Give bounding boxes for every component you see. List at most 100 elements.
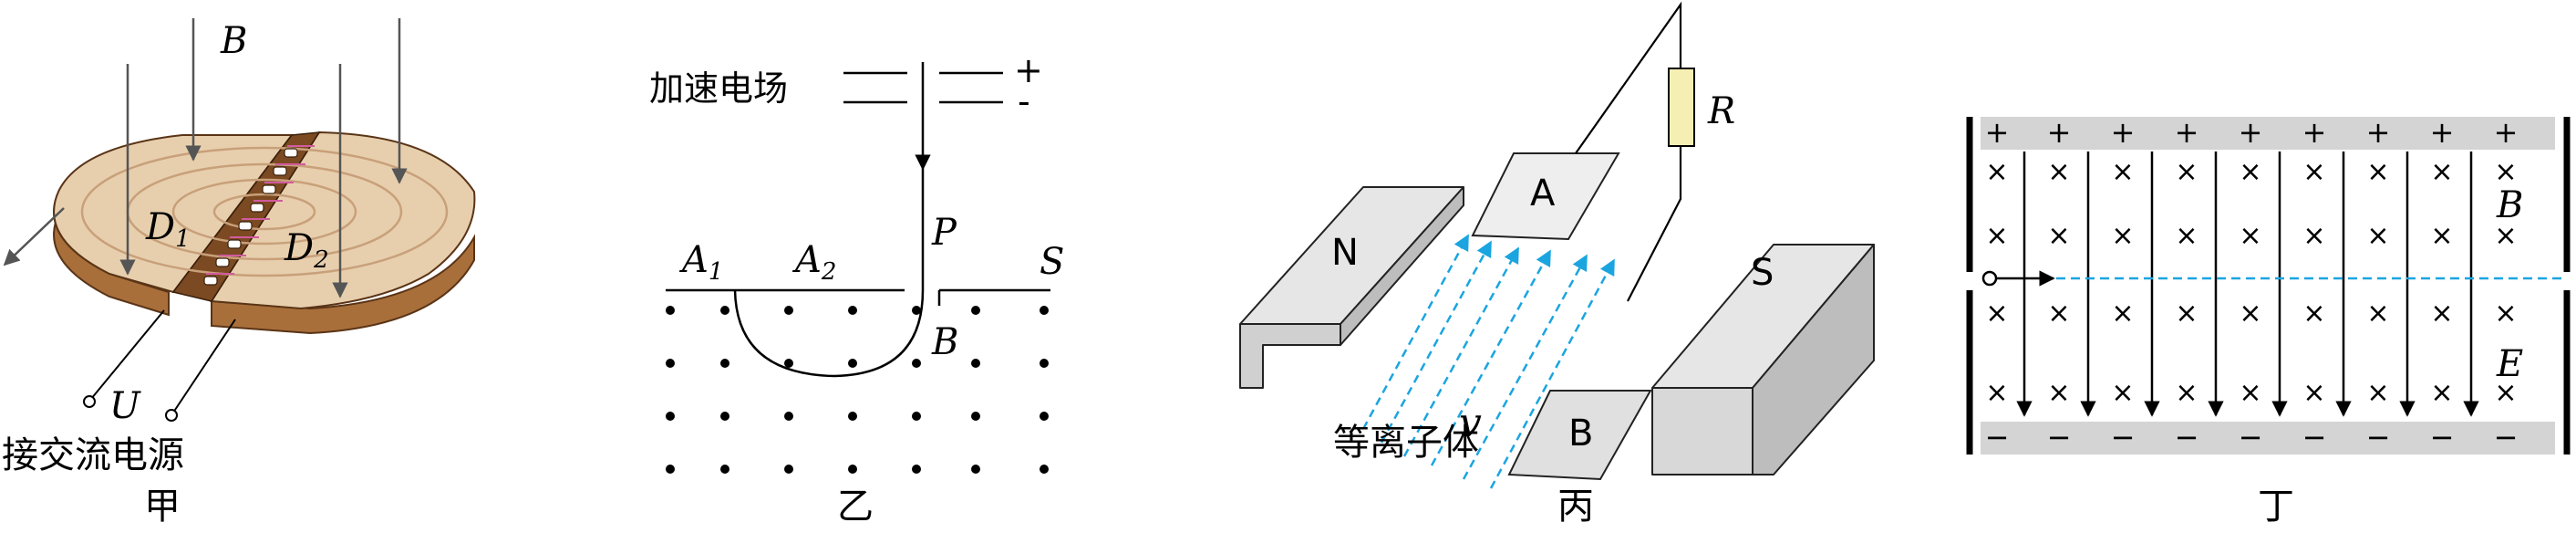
side-plates xyxy=(1966,117,2571,455)
resistor-r xyxy=(1668,68,1695,147)
svg-text:+: + xyxy=(2302,115,2327,150)
svg-text:−: − xyxy=(2239,420,2263,455)
accel-plates xyxy=(843,71,1003,104)
svg-text:×: × xyxy=(2430,220,2453,252)
svg-text:×: × xyxy=(2111,156,2134,188)
point-p-label: P xyxy=(931,212,957,254)
svg-text:×: × xyxy=(2175,156,2198,188)
svg-text:×: × xyxy=(2366,156,2389,188)
accel-plus: + xyxy=(1014,50,1043,90)
point-a1-label: A1 xyxy=(678,239,723,286)
positive-plate-band xyxy=(1981,117,2555,150)
magnet-n xyxy=(1239,186,1464,389)
svg-text:×: × xyxy=(2430,377,2453,409)
svg-text:+: + xyxy=(2047,115,2072,150)
magnet-s xyxy=(1651,244,1875,476)
caption-ding: 丁 xyxy=(2258,486,2294,528)
svg-text:+: + xyxy=(2494,115,2519,150)
ac-source-label: 接交流电源 xyxy=(2,434,184,476)
svg-text:×: × xyxy=(2047,156,2070,188)
minus-signs: −− −− −− −− − xyxy=(1985,420,2519,455)
accel-minus: - xyxy=(1018,81,1030,121)
panel-jia: B D1 D2 U 接交流电源 甲 xyxy=(2,18,476,528)
supply-leads xyxy=(83,309,236,422)
caption-bing: 丙 xyxy=(1557,486,1594,528)
magnetic-field-crosses: ××××××××× ××××××××× ××××××××× ××××××××× xyxy=(1985,156,2517,409)
svg-text:×: × xyxy=(2047,220,2070,252)
svg-text:−: − xyxy=(2494,420,2519,455)
svg-text:×: × xyxy=(2430,298,2453,329)
svg-text:×: × xyxy=(1985,156,2008,188)
svg-text:−: − xyxy=(2366,420,2391,455)
svg-text:×: × xyxy=(2111,377,2134,409)
svg-text:+: + xyxy=(2111,115,2136,150)
svg-text:−: − xyxy=(2175,420,2199,455)
svg-text:×: × xyxy=(2494,156,2517,188)
field-e-label-ding: E xyxy=(2496,343,2523,385)
svg-text:×: × xyxy=(2494,220,2517,252)
velocity-label: v xyxy=(1459,400,1482,446)
electrode-a xyxy=(1471,152,1620,241)
field-b-label-ding: B xyxy=(2496,184,2523,226)
magnet-n-label: N xyxy=(1331,232,1359,274)
magnetic-field-arrows xyxy=(119,18,408,298)
electrode-a-label: A xyxy=(1530,172,1556,214)
plasma-flow-arrows xyxy=(1361,234,1616,489)
svg-text:+: + xyxy=(2239,115,2263,150)
svg-text:×: × xyxy=(1985,298,2008,329)
field-b-label: B xyxy=(931,321,958,363)
electrode-b-label: B xyxy=(1568,413,1593,455)
svg-text:−: − xyxy=(2047,420,2072,455)
circuit-wires xyxy=(1575,1,1682,302)
svg-text:×: × xyxy=(2302,298,2325,329)
point-s-label: S xyxy=(1040,241,1064,283)
svg-text:×: × xyxy=(2494,377,2517,409)
svg-text:×: × xyxy=(2366,377,2389,409)
d1-label: D1 xyxy=(145,206,191,253)
svg-text:+: + xyxy=(1985,115,2010,150)
d2-label: D2 xyxy=(284,227,329,274)
svg-text:×: × xyxy=(2175,377,2198,409)
svg-text:×: × xyxy=(2175,298,2198,329)
negative-plate-band xyxy=(1981,422,2555,455)
caption-yi: 乙 xyxy=(837,486,874,528)
svg-text:×: × xyxy=(2175,220,2198,252)
svg-text:×: × xyxy=(2302,220,2325,252)
svg-text:×: × xyxy=(2239,298,2261,329)
particle-source xyxy=(1981,270,1998,287)
ion-semicircle xyxy=(733,289,925,378)
plasma-label: 等离子体 xyxy=(1333,422,1479,464)
gap-slots xyxy=(203,148,298,286)
exit-arrow xyxy=(3,207,65,266)
svg-text:−: − xyxy=(2430,420,2455,455)
svg-text:×: × xyxy=(2239,220,2261,252)
svg-text:+: + xyxy=(2430,115,2455,150)
panel-ding: ++ ++ ++ ++ + −− −− −− −− − ××××××××× ××… xyxy=(1966,115,2571,528)
svg-text:+: + xyxy=(2366,115,2391,150)
svg-text:−: − xyxy=(2302,420,2327,455)
svg-text:×: × xyxy=(2111,220,2134,252)
svg-text:×: × xyxy=(2366,220,2389,252)
dee-d2-side xyxy=(211,234,475,335)
svg-text:×: × xyxy=(2111,298,2134,329)
svg-text:−: − xyxy=(1985,420,2010,455)
field-dots xyxy=(666,306,1049,474)
svg-text:+: + xyxy=(2175,115,2199,150)
point-a2-label: A2 xyxy=(791,239,836,286)
svg-text:×: × xyxy=(1985,377,2008,409)
panel-bing: N A B R S v 等离子体 丙 xyxy=(1239,1,1875,528)
svg-text:×: × xyxy=(2494,298,2517,329)
svg-text:×: × xyxy=(2366,298,2389,329)
svg-text:×: × xyxy=(2047,298,2070,329)
resistor-label: R xyxy=(1707,90,1735,132)
svg-text:×: × xyxy=(2430,156,2453,188)
electric-field-lines xyxy=(2016,152,2479,417)
svg-text:×: × xyxy=(2239,156,2261,188)
electrode-b xyxy=(1507,390,1652,481)
accel-field-label: 加速电场 xyxy=(649,68,788,109)
voltage-label-u: U xyxy=(109,385,141,427)
dee-d2 xyxy=(210,131,476,310)
panel-yi: 加速电场 + - P A1 A2 S B 乙 xyxy=(649,50,1064,528)
svg-text:×: × xyxy=(2047,377,2070,409)
caption-jia: 甲 xyxy=(144,486,181,528)
